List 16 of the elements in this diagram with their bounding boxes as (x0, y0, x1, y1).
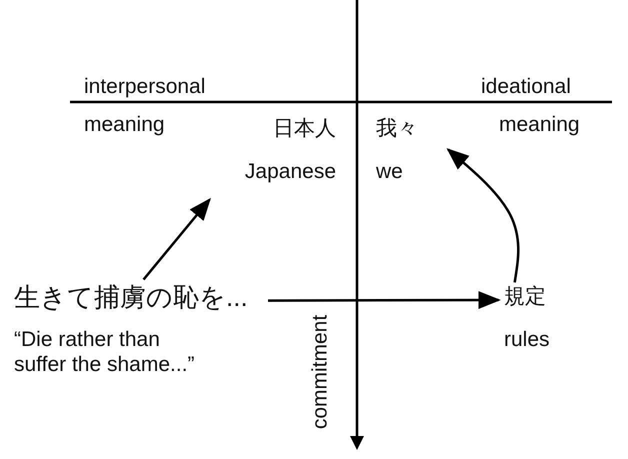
japanese-text: 生きて捕虜の恥を... (14, 282, 248, 314)
english-text: rules (504, 327, 550, 352)
english-text: Japanese (244, 159, 336, 184)
axis-label: meaning (84, 114, 165, 135)
axis-label: meaning (499, 114, 580, 135)
arrow (268, 291, 501, 310)
arrow (446, 148, 520, 283)
arrow (142, 198, 211, 280)
axis-label: commitment (310, 314, 330, 430)
axis-label: interpersonal (84, 76, 206, 97)
japanese-text: 規定 (504, 284, 546, 310)
english-text: we (376, 159, 403, 184)
japanese-text: 日本人 (273, 116, 336, 142)
japanese-text: 我々 (376, 116, 418, 142)
english-text: “Die rather than suffer the shame...” (14, 327, 196, 378)
axis-label: ideational (481, 76, 571, 97)
